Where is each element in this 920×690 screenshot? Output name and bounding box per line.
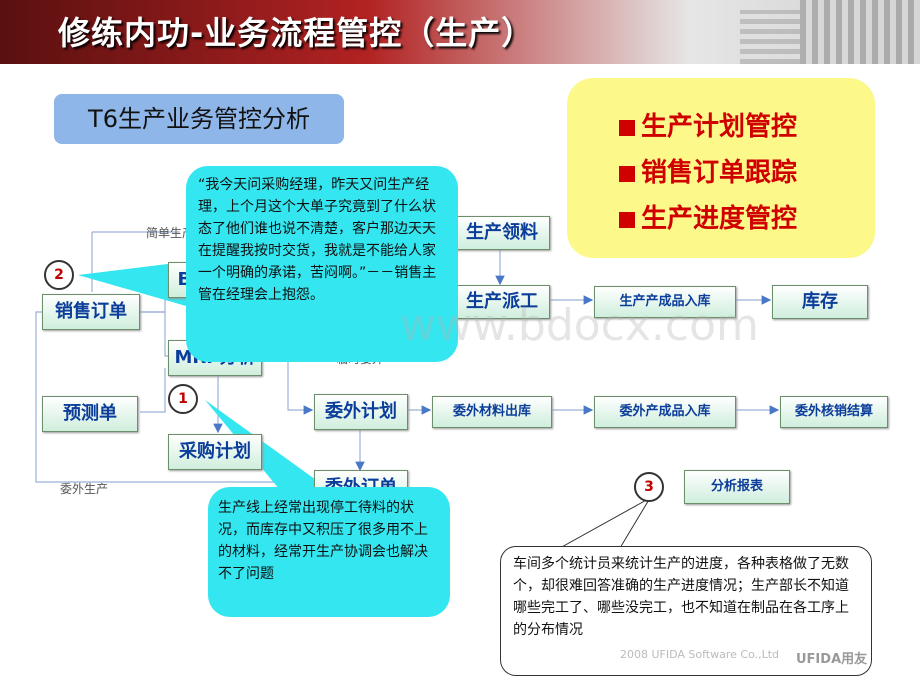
page-title: 修练内功-业务流程管控（生产） xyxy=(58,14,535,52)
step-number-badge: 2 xyxy=(44,260,74,290)
production-finished-in-box[interactable]: 生产产成品入库 xyxy=(594,286,736,318)
outsource-plan-box[interactable]: 委外计划 xyxy=(314,394,408,430)
building-decoration xyxy=(800,0,920,64)
bullet-square-icon xyxy=(619,165,635,182)
goal-label: 生产计划管控 xyxy=(641,112,798,142)
purchase-plan-box[interactable]: 采购计划 xyxy=(168,434,262,470)
sales-order-box[interactable]: 销售订单 xyxy=(42,294,140,330)
outsource-finished-in-box[interactable]: 委外产成品入库 xyxy=(594,396,736,428)
bullet-square-icon xyxy=(619,211,635,228)
sales-complaint-bubble: “我今天问采购经理，昨天又问生产经理，上个月这个大单子究竟到了什么状态了他们谁也… xyxy=(186,166,458,362)
simple-production-label: 简单生产 xyxy=(146,226,195,240)
brand-logo: UFIDA用友 xyxy=(796,652,868,667)
stock-box[interactable]: 库存 xyxy=(772,285,868,319)
production-material-box[interactable]: 生产领料 xyxy=(454,216,550,250)
goal-label: 销售订单跟踪 xyxy=(641,158,798,188)
production-dispatch-box[interactable]: 生产派工 xyxy=(454,285,550,319)
goal-item: 销售订单跟踪 xyxy=(619,152,797,189)
step-number-badge: 1 xyxy=(168,384,198,414)
material-shortage-bubble: 生产线上经常出现停工待料的状况，而库存中又积压了很多用不上的材料，经常开生产协调… xyxy=(208,487,450,617)
watermark: www.bdocx.com xyxy=(400,300,759,351)
outsource-material-out-box[interactable]: 委外材料出库 xyxy=(432,396,552,428)
analysis-report-box[interactable]: 分析报表 xyxy=(684,470,790,504)
header-banner: 修练内功-业务流程管控（生产） xyxy=(0,0,920,64)
goal-label: 生产进度管控 xyxy=(641,204,798,234)
goal-item: 生产进度管控 xyxy=(619,198,797,235)
goals-panel: 生产计划管控 销售订单跟踪 生产进度管控 xyxy=(567,78,875,258)
outsource-production-label: 委外生产 xyxy=(60,482,109,496)
goal-item: 生产计划管控 xyxy=(619,106,797,143)
building-decoration xyxy=(740,10,800,64)
step-number-badge: 3 xyxy=(634,472,664,502)
progress-report-callout: 车间多个统计员来统计生产的进度，各种表格做了无数个，却很难回答准确的生产进度情况… xyxy=(500,546,872,676)
outsource-settle-box[interactable]: 委外核销结算 xyxy=(780,396,888,428)
forecast-box[interactable]: 预测单 xyxy=(42,396,138,432)
bullet-square-icon xyxy=(619,119,635,136)
copyright-footer: 2008 UFIDA Software Co.,Ltd xyxy=(620,648,780,661)
section-subtitle: T6生产业务管控分析 xyxy=(54,94,344,144)
